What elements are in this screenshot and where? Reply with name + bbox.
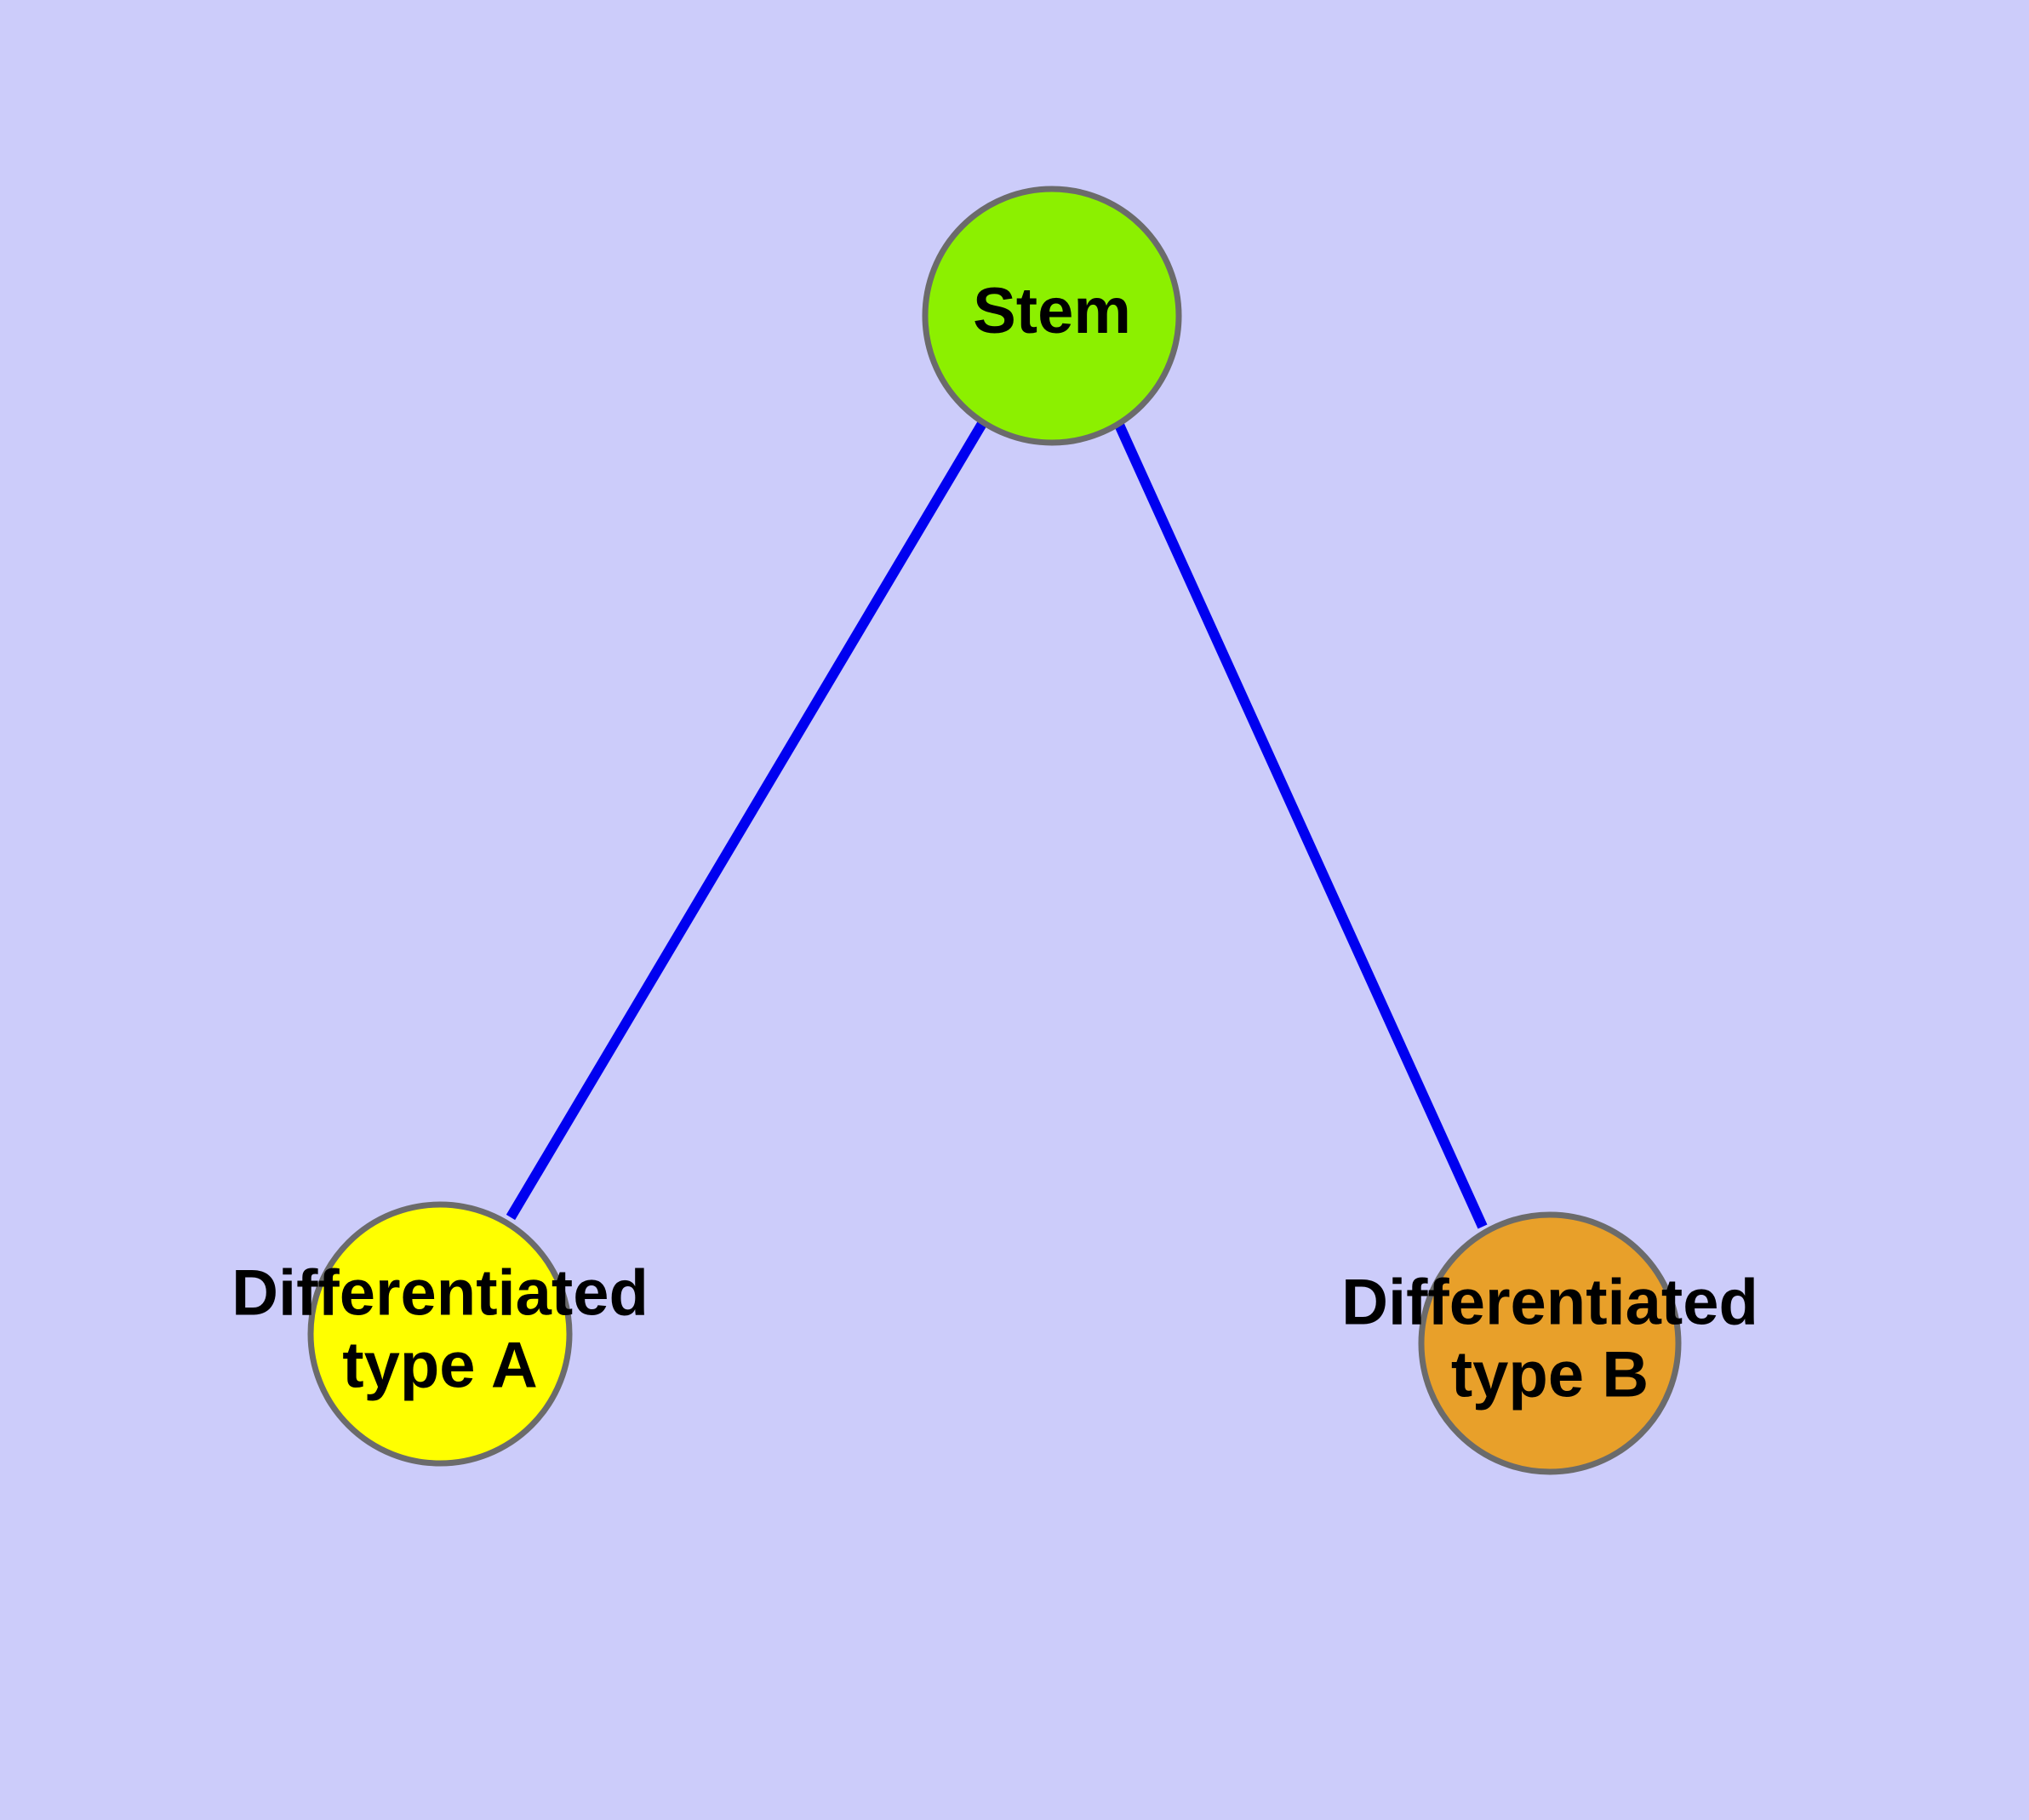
- node-stem[interactable]: Stem: [922, 186, 1182, 446]
- stem-node-circle[interactable]: [922, 186, 1182, 446]
- stem-node-label: Stem: [973, 275, 1131, 347]
- edge-stem-to-differentiated-type-a[interactable]: [506, 419, 988, 1221]
- edge-stem-to-differentiated-type-b[interactable]: [1114, 422, 1488, 1229]
- differentiated-type-b-node-circle[interactable]: [1418, 1211, 1682, 1475]
- edges-group: [506, 419, 1488, 1229]
- differentiated-type-a-node-circle[interactable]: [307, 1201, 573, 1467]
